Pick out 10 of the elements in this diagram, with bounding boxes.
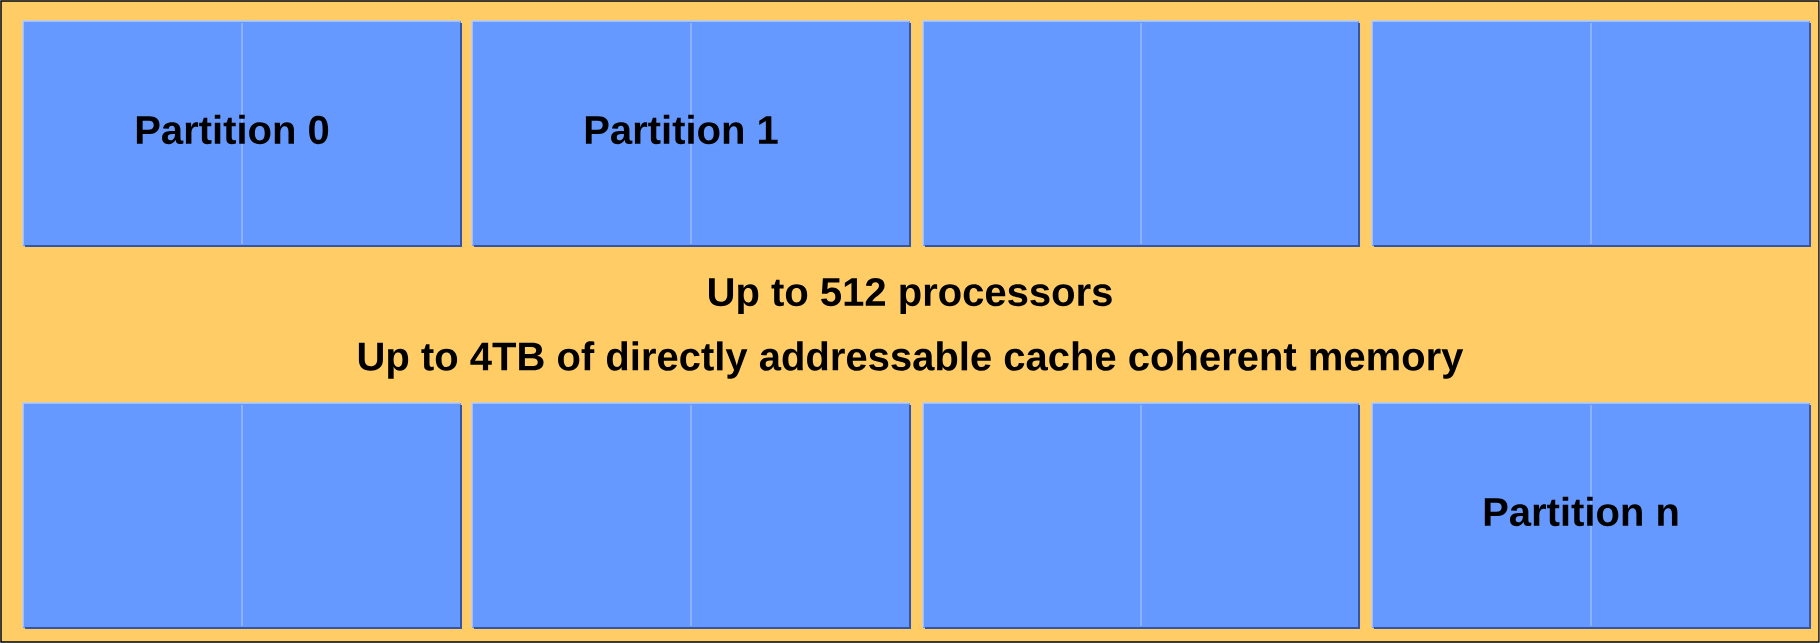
partition-box [922,402,1360,629]
partition-box: Partition 0 [22,20,462,247]
partition-box: Partition 1 [471,20,911,247]
partition-box [1371,20,1811,247]
caption-text: Up to 512 processors [709,277,1112,315]
caption-text: Up to 4TB of directly addressable cache coherent memory [358,341,1464,379]
partition-box [922,20,1360,247]
partition-box: Partition n [1371,402,1811,629]
partition-box [22,402,462,629]
partition-box [471,402,911,629]
